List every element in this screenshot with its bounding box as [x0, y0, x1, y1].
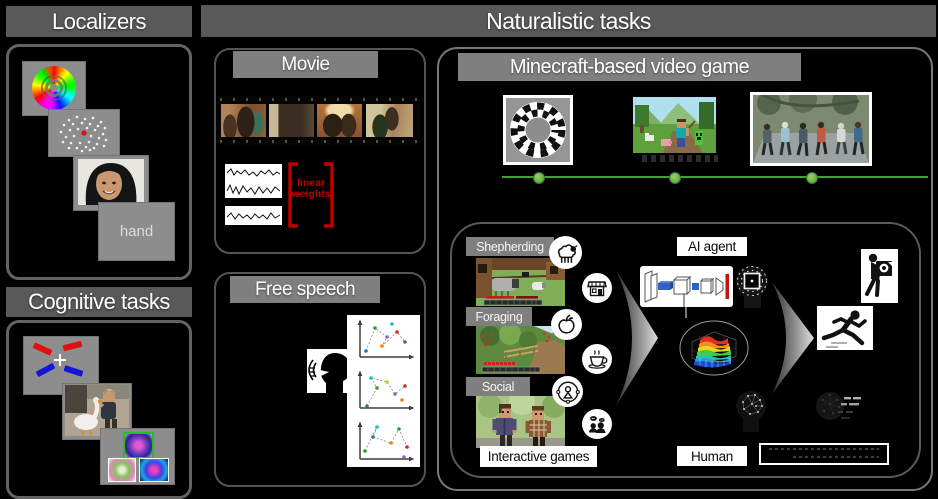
naturalistic-title: Naturalistic tasks — [486, 7, 651, 34]
cnn-network-icon — [644, 270, 729, 307]
retinotopy-card — [22, 61, 86, 116]
walking-people-photo — [750, 92, 872, 166]
semantic-trajectory-box — [347, 315, 420, 467]
social-label: Social — [481, 379, 515, 394]
face-card — [73, 155, 149, 211]
free-speech-header: Free speech — [230, 276, 380, 303]
cognitive-header: Cognitive tasks — [6, 287, 192, 317]
cnn-stem-line — [685, 307, 687, 318]
apple-icon — [551, 309, 582, 340]
fractal-choice-left-icon — [108, 458, 136, 482]
box-carrier-icon — [861, 249, 898, 303]
value-surface-plot — [679, 320, 749, 376]
checkerboard-stimulus — [503, 95, 573, 165]
bold-signal-2 — [225, 181, 282, 198]
faint-text-line — [769, 448, 879, 450]
cognitive-title: Cognitive tasks — [28, 289, 170, 314]
arrow-agents-to-behavior-icon — [772, 282, 814, 394]
timeline-dot-icon — [806, 172, 818, 184]
runner-icon — [817, 306, 873, 350]
shepherding-screenshot — [476, 258, 565, 306]
session-timeline — [502, 176, 928, 178]
human-label-box: Human — [677, 446, 747, 466]
shepherding-label: Shepherding — [476, 239, 544, 254]
movie-frame-4 — [366, 104, 413, 137]
linear-weights-line2: weights — [291, 188, 331, 200]
naturalistic-header: Naturalistic tasks — [201, 5, 936, 37]
blue-bar-icon — [35, 362, 56, 378]
faint-text-line — [793, 456, 879, 458]
foraging-screenshot — [476, 326, 565, 374]
movie-frame-2 — [269, 104, 314, 137]
person-orbit-icon — [552, 376, 583, 407]
store-icon — [582, 273, 612, 303]
movie-header: Movie — [233, 51, 378, 78]
word-embedding-plots-icon — [357, 319, 415, 462]
arrow-games-to-agents-icon — [616, 270, 658, 406]
movie-title: Movie — [281, 53, 330, 75]
interactive-games-label: Interactive games — [487, 449, 590, 464]
free-speech-title: Free speech — [254, 278, 356, 300]
fixation-dot — [81, 130, 87, 136]
blue-bar-icon — [63, 365, 84, 377]
condition-tag-shepherding: Shepherding — [466, 237, 554, 256]
timeline-dot-icon — [533, 172, 545, 184]
condition-tag-foraging: Foraging — [466, 307, 532, 326]
interactive-games-label-box: Interactive games — [480, 446, 597, 467]
speaking-head-icon — [308, 353, 351, 393]
foraging-label: Foraging — [475, 309, 523, 324]
film-sprockets-icon — [220, 140, 418, 143]
word-card: hand — [98, 202, 175, 261]
film-sprockets-icon — [220, 98, 418, 101]
timeline-dot-icon — [669, 172, 681, 184]
linear-weights-line1: linear — [296, 177, 325, 189]
face-photo-icon — [78, 159, 144, 205]
fractal-sample-icon — [123, 432, 154, 459]
ai-agent-label: AI agent — [688, 239, 736, 254]
people-chat-icon — [582, 409, 612, 439]
localizers-header: Localizers — [6, 6, 192, 37]
fractal-match-card — [100, 428, 175, 485]
minecraft-title: Minecraft-based video game — [509, 55, 750, 78]
cnn-network-box — [640, 266, 733, 307]
movie-frame-3 — [317, 104, 362, 137]
walking-group-image — [753, 95, 869, 163]
faint-logo-text — [642, 155, 718, 162]
human-label: Human — [690, 448, 734, 464]
localizers-panel: hand — [6, 44, 192, 280]
checkerboard-ring-icon — [506, 98, 570, 162]
chip-head-icon — [736, 266, 768, 308]
word-card-text: hand — [119, 223, 154, 240]
minecraft-scene-image — [633, 97, 716, 153]
localizers-title: Localizers — [51, 8, 147, 34]
brain-network-head-icon — [736, 391, 766, 432]
fixation-cross-icon — [54, 354, 66, 366]
cognitive-panel — [6, 320, 192, 499]
coffee-cup-icon — [582, 344, 612, 374]
bold-signal-3 — [225, 206, 282, 225]
child-goose-photo-icon — [65, 385, 129, 436]
dot-motion-card — [48, 109, 120, 157]
condition-tag-social: Social — [466, 377, 530, 396]
info-box — [759, 443, 889, 465]
faint-brain-cluster-icon — [816, 392, 861, 420]
bold-signal-1 — [225, 164, 282, 181]
ai-agent-label-box: AI agent — [677, 237, 747, 256]
movie-frame-1 — [221, 104, 266, 137]
scene-photo-card — [62, 383, 132, 440]
retinotopy-wheel-icon — [32, 66, 76, 110]
random-dots-icon — [59, 115, 108, 153]
red-bar-icon — [62, 340, 83, 352]
linear-weights-bracket-icon — [288, 162, 334, 228]
fractal-choice-right-icon — [139, 458, 169, 482]
sheep-icon — [549, 236, 582, 269]
speaking-head-box — [307, 349, 353, 393]
red-bar-icon — [32, 342, 53, 356]
minecraft-header: Minecraft-based video game — [458, 53, 801, 81]
social-screenshot — [476, 396, 565, 448]
